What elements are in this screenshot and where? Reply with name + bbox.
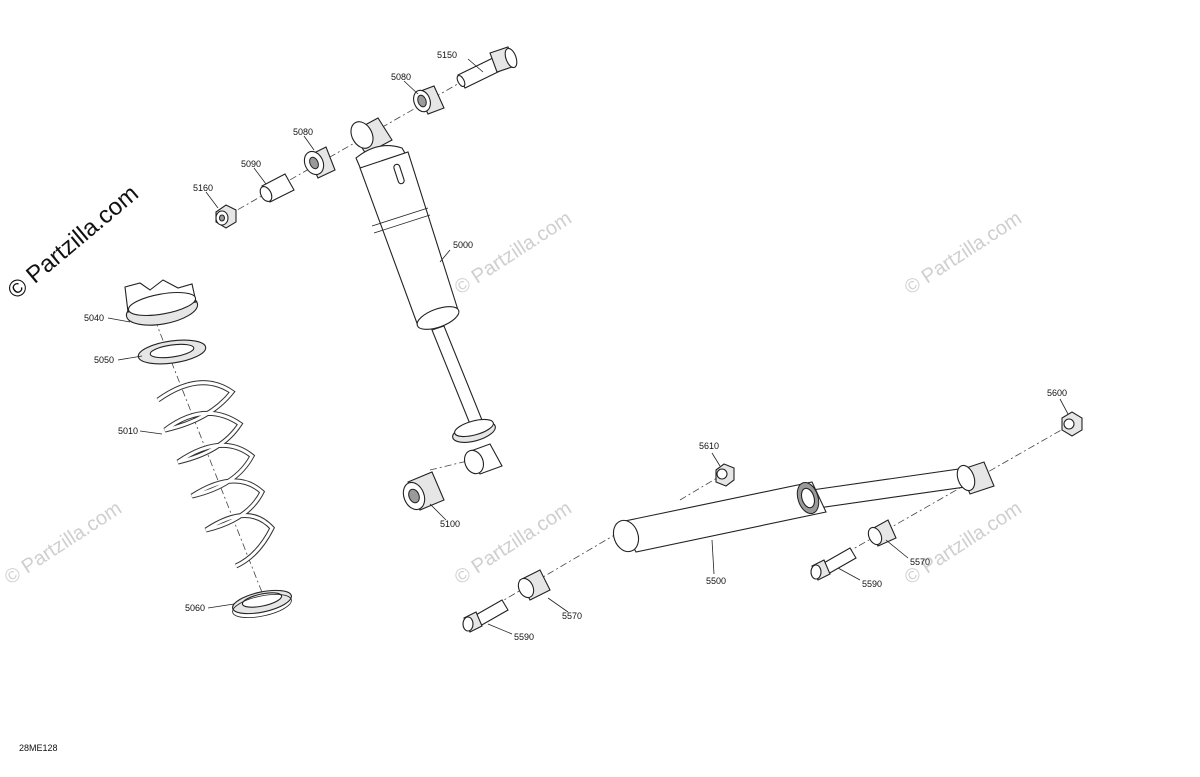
callout-5080: 5080 [391, 72, 411, 82]
callout-5100: 5100 [440, 519, 460, 529]
callout-5000: 5000 [453, 240, 473, 250]
bushing-5080-left [303, 146, 336, 179]
callout-5590: 5590 [862, 579, 882, 589]
callout-5500: 5500 [706, 576, 726, 586]
callout-5090: 5090 [241, 159, 261, 169]
callout-5610: 5610 [699, 441, 719, 451]
washer-5050 [137, 339, 207, 365]
callout-5040: 5040 [84, 313, 104, 323]
spacer-5090 [259, 173, 295, 203]
stabilizer-5500 [612, 461, 995, 553]
axis-shock-lower [429, 457, 481, 471]
callout-5050: 5050 [94, 355, 114, 365]
bolt-5590-left [462, 599, 509, 633]
coil-spring-5010 [156, 380, 276, 569]
axis-spring [154, 319, 266, 601]
callout-5150: 5150 [437, 50, 457, 60]
callout-5570: 5570 [910, 557, 930, 567]
bushing-5100 [402, 471, 445, 511]
spacer-5570-left [517, 569, 551, 601]
callout-5160: 5160 [193, 183, 213, 193]
spring-seat-5060 [232, 589, 292, 619]
spacer-5570-right [867, 519, 897, 547]
nut-5600 [1061, 411, 1083, 437]
watermark-main: © Partzilla.com [3, 180, 144, 305]
bolt-5150 [456, 46, 518, 89]
nut-5610 [715, 463, 735, 487]
callout-5570: 5570 [562, 611, 582, 621]
figure-code: 28ME128 [19, 743, 58, 753]
leader-lines [107, 58, 1069, 635]
callout-5060: 5060 [185, 603, 205, 613]
axis-5610 [679, 474, 723, 501]
bushing-5080-top [413, 85, 445, 115]
callout-5010: 5010 [118, 426, 138, 436]
spring-retainer-5040 [124, 279, 199, 326]
axis-stabilizer-right [819, 424, 1071, 569]
watermark-tile: © Partzilla.com [451, 207, 576, 299]
callout-labels: 5150 5080 5080 5090 5160 5000 5040 5050 … [84, 50, 1067, 642]
callout-5590: 5590 [514, 632, 534, 642]
callout-5080: 5080 [293, 127, 313, 137]
watermark-tile: © Partzilla.com [1, 497, 126, 589]
shock-absorber-5000 [350, 117, 503, 475]
nut-5160 [215, 204, 237, 229]
watermark-tile: © Partzilla.com [451, 497, 576, 589]
callout-5600: 5600 [1047, 388, 1067, 398]
bolt-5590-right [810, 547, 857, 581]
watermark-tile: © Partzilla.com [901, 497, 1026, 589]
watermark-tile: © Partzilla.com [901, 207, 1026, 299]
